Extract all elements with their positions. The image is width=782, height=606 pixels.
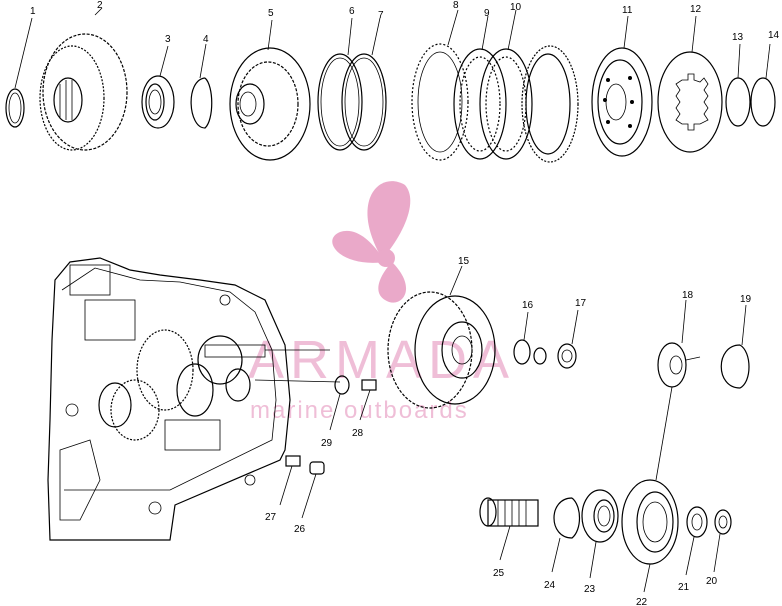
part-6-o-ring xyxy=(317,17,363,151)
callout-9: 9 xyxy=(484,8,490,19)
part-4-snap-ring xyxy=(190,43,213,129)
part-10-steel-plate-stack xyxy=(521,45,579,163)
callout-2: 2 xyxy=(97,0,103,11)
callout-15: 15 xyxy=(458,256,470,267)
part-2-ring-gear xyxy=(39,7,128,151)
callout-10: 10 xyxy=(510,2,522,13)
part-27-bolt xyxy=(279,455,301,506)
callout-4: 4 xyxy=(203,34,209,45)
part-26-dowel-pin xyxy=(301,461,325,519)
part-9-friction-plate xyxy=(453,15,507,160)
callout-16: 16 xyxy=(522,300,534,311)
part-29-washer xyxy=(329,375,350,431)
watermark-logo: ARMADA marine outboards xyxy=(248,181,515,424)
callout-18: 18 xyxy=(682,290,694,301)
part-23-bearing xyxy=(581,489,619,579)
callout-8: 8 xyxy=(453,0,459,11)
part-15-driven-gear xyxy=(387,265,496,409)
propeller-icon xyxy=(367,181,411,255)
part-14-snap-ring xyxy=(750,43,776,127)
callout-11: 11 xyxy=(622,5,633,16)
part-7-o-ring xyxy=(341,17,387,151)
callout-19: 19 xyxy=(740,294,752,305)
watermark-tagline: marine outboards xyxy=(250,397,469,424)
callout-12: 12 xyxy=(690,4,702,15)
callout-20: 20 xyxy=(706,576,718,587)
callout-14: 14 xyxy=(768,30,780,41)
part-3-bearing xyxy=(141,45,175,129)
callout-28: 28 xyxy=(352,428,364,439)
part-19-snap-ring xyxy=(720,304,750,389)
part-18-flange xyxy=(655,299,701,481)
part-21-washer xyxy=(685,506,708,576)
callout-26: 26 xyxy=(294,524,306,535)
callout-13: 13 xyxy=(732,32,744,43)
part-13-snap-ring xyxy=(725,43,751,127)
part-5-clutch-hub xyxy=(229,19,311,161)
part-12-spring-plate xyxy=(657,15,723,153)
callout-3: 3 xyxy=(165,34,171,45)
callout-23: 23 xyxy=(584,584,596,595)
part-24-snap-ring xyxy=(551,497,581,573)
engine-case xyxy=(47,257,341,541)
callout-25: 25 xyxy=(493,568,505,579)
callout-27: 27 xyxy=(265,512,277,523)
callout-6: 6 xyxy=(349,6,355,17)
callout-labels: 1 2 3 4 5 6 7 8 9 10 11 12 13 14 15 16 1… xyxy=(30,0,780,606)
part-8-clutch-plate xyxy=(411,9,469,161)
part-20-washer xyxy=(713,509,732,573)
part-28-bolt xyxy=(359,379,377,421)
part-22-housing xyxy=(621,479,679,593)
callout-5: 5 xyxy=(268,8,274,19)
callout-24: 24 xyxy=(544,580,556,591)
callout-17: 17 xyxy=(575,298,587,309)
watermark-brand: ARMADA xyxy=(248,330,515,390)
callout-22: 22 xyxy=(636,597,648,606)
callout-1: 1 xyxy=(30,6,36,17)
callout-7: 7 xyxy=(378,10,384,21)
callout-29: 29 xyxy=(321,438,333,449)
part-17-nut xyxy=(557,309,579,369)
part-11-piston xyxy=(591,15,653,157)
part-16-washer xyxy=(513,311,547,365)
part-25-shaft xyxy=(479,497,539,561)
callout-21: 21 xyxy=(678,582,690,593)
part-1-snap-ring xyxy=(5,17,33,128)
